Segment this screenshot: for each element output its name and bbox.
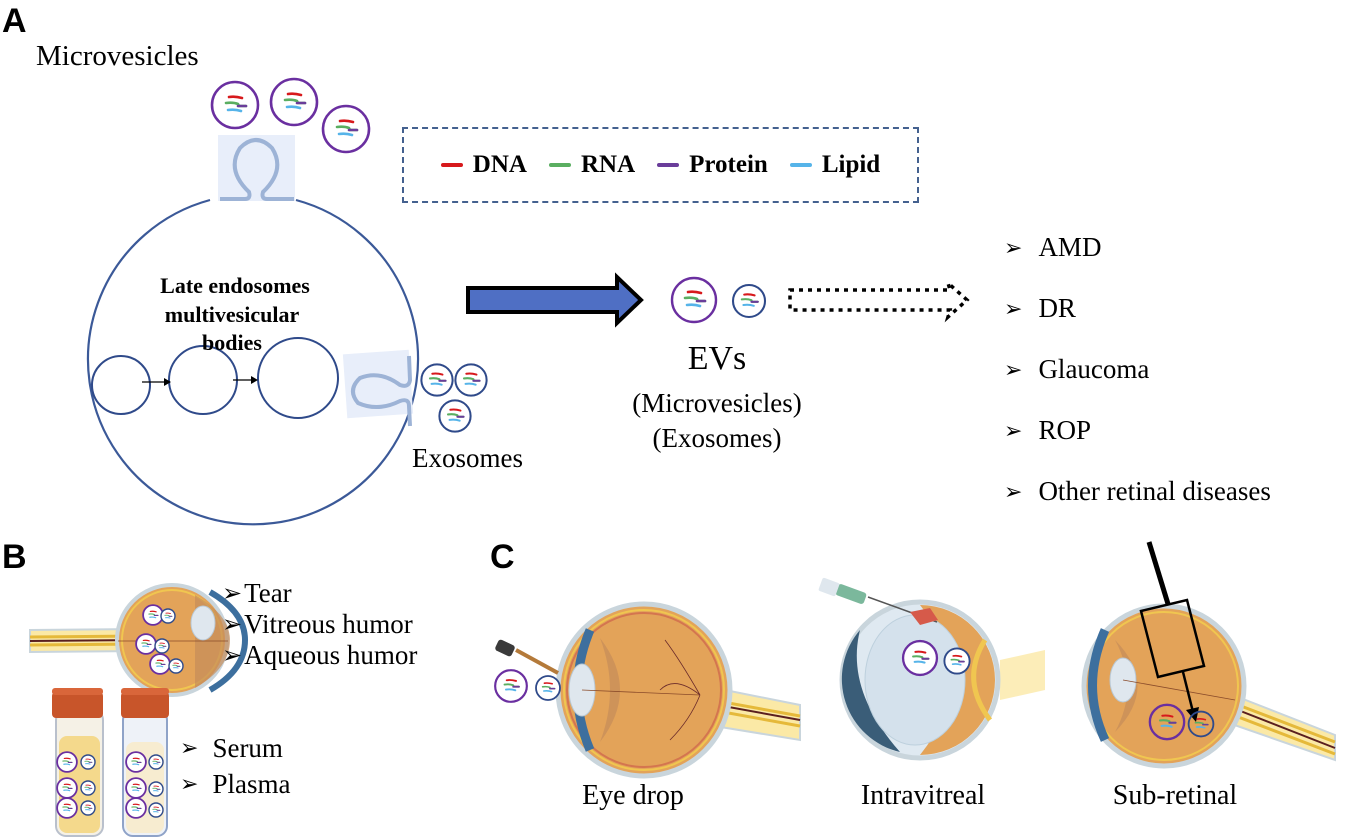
panel-c-label: C xyxy=(490,538,515,576)
bullet-arrow-icon: ➢ xyxy=(1004,234,1023,260)
panel-a-label: A xyxy=(2,2,27,40)
source-item: ➢Vitreous humor xyxy=(222,609,417,640)
budding-site-top xyxy=(218,135,295,201)
intravitreal-illustration xyxy=(818,577,1045,761)
panel-b-eye xyxy=(29,583,249,697)
bullet-arrow-icon: ➢ xyxy=(1004,478,1023,504)
source-item: ➢Tear xyxy=(222,578,417,609)
disease-name: AMD xyxy=(1038,232,1102,262)
source-name: Tear xyxy=(244,578,292,608)
exosome-cluster xyxy=(420,363,488,433)
disease-item: ➢ AMD xyxy=(1004,217,1271,278)
route-label-intravitreal: Intravitreal xyxy=(860,780,986,811)
evs-subtitle-microvesicles: (Microvesicles) xyxy=(632,388,802,418)
bullet-arrow-icon: ➢ xyxy=(1004,356,1023,382)
arrowhead-1 xyxy=(164,378,171,386)
source-name: Serum xyxy=(212,732,283,763)
microvesicle-cluster xyxy=(210,77,371,154)
rna-swatch xyxy=(548,163,571,167)
bullet-arrow-icon: ➢ xyxy=(180,771,199,796)
bullet-arrow-icon: ➢ xyxy=(222,611,243,638)
exosome-3 xyxy=(438,399,472,433)
eye-drop-illustration xyxy=(494,601,801,779)
microvesicles-label: Microvesicles xyxy=(36,40,199,72)
eye-source-list: ➢Tear ➢Vitreous humor ➢Aqueous humor xyxy=(222,578,417,671)
exosome-2 xyxy=(454,363,488,397)
serum-vial xyxy=(52,688,104,837)
legend-label: Protein xyxy=(689,151,768,178)
evs-label: EVs xyxy=(687,340,747,377)
microvesicle-3 xyxy=(321,104,371,154)
legend-label: Lipid xyxy=(821,151,881,178)
cargo-legend: DNA RNA Protein Lipid xyxy=(402,127,919,203)
bullet-arrow-icon: ➢ xyxy=(180,735,199,760)
lipid-swatch xyxy=(789,163,812,167)
protein-swatch xyxy=(657,163,680,167)
subretinal-illustration xyxy=(1081,541,1336,769)
legend-label: DNA xyxy=(472,151,527,178)
disease-item: ➢ Glaucoma xyxy=(1004,339,1271,400)
budding-membrane-top xyxy=(220,138,294,201)
source-name: Plasma xyxy=(212,768,291,799)
cell-label-line1: Late endosomes xyxy=(160,273,310,298)
legend-label: RNA xyxy=(580,151,636,178)
source-item: ➢Aqueous humor xyxy=(222,640,417,671)
disease-item: ➢ DR xyxy=(1004,278,1271,339)
ev-microvesicle xyxy=(670,276,718,324)
source-name: Vitreous humor xyxy=(244,609,413,639)
legend-item-dna: DNA xyxy=(440,151,527,179)
source-item: ➢ Serum xyxy=(180,730,290,766)
cell-label-line2: multivesicular bodies xyxy=(164,301,300,356)
bullet-arrow-icon: ➢ xyxy=(1004,295,1023,321)
microvesicle-2 xyxy=(269,77,319,127)
source-name: Aqueous humor xyxy=(244,640,418,670)
disease-item: ➢ ROP xyxy=(1004,400,1271,461)
route-label-eye-drop: Eye drop xyxy=(582,780,684,811)
ev-exosome xyxy=(731,283,767,319)
route-label-subretinal: Sub-retinal xyxy=(1112,780,1238,811)
bullet-arrow-icon: ➢ xyxy=(1004,417,1023,443)
exosome-1 xyxy=(420,363,454,397)
legend-item-rna: RNA xyxy=(548,151,636,179)
plasma-vial xyxy=(121,688,169,837)
cell-membrane xyxy=(86,198,420,526)
disease-list: ➢ AMD ➢ DR ➢ Glaucoma ➢ ROP ➢ Other retinal d… xyxy=(1004,217,1271,522)
blue-arrow xyxy=(466,272,644,328)
panel-b-label: B xyxy=(2,538,27,576)
dna-swatch xyxy=(440,163,463,167)
cell-label: Late endosomes multivesicular bodies xyxy=(140,272,330,358)
bullet-arrow-icon: ➢ xyxy=(222,642,243,669)
dotted-arrow xyxy=(788,277,970,323)
bullet-arrow-icon: ➢ xyxy=(222,580,243,607)
evs-subtitle-exosomes: (Exosomes) xyxy=(652,423,782,453)
disease-name: ROP xyxy=(1038,415,1091,445)
disease-item: ➢ Other retinal diseases xyxy=(1004,461,1271,522)
disease-name: Glaucoma xyxy=(1038,354,1150,384)
disease-name: DR xyxy=(1038,293,1076,323)
budding-membrane-right xyxy=(351,355,413,427)
legend-item-lipid: Lipid xyxy=(789,151,881,179)
source-item: ➢ Plasma xyxy=(180,766,290,802)
early-endosome xyxy=(91,355,151,415)
endosome-cell xyxy=(86,135,420,526)
microvesicle-1 xyxy=(210,80,260,130)
blood-source-list: ➢ Serum ➢ Plasma xyxy=(180,730,290,802)
late-endosome xyxy=(257,337,339,419)
disease-name: Other retinal diseases xyxy=(1038,476,1271,506)
legend-item-protein: Protein xyxy=(657,151,768,179)
arrowhead-2 xyxy=(251,376,258,384)
exosomes-label: Exosomes xyxy=(412,443,523,473)
